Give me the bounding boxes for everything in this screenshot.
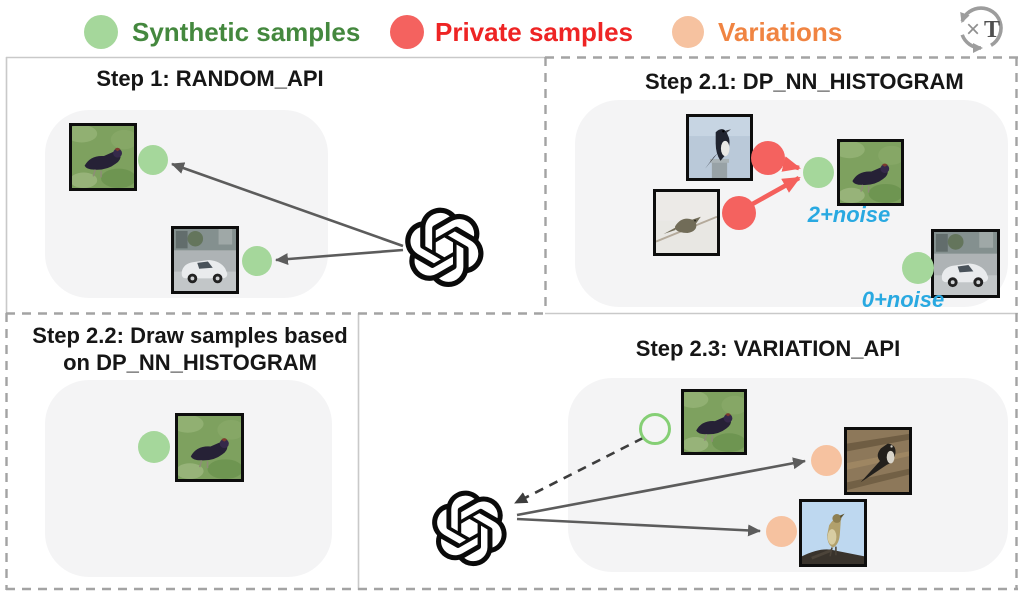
step1-title: Step 1: RANDOM_API [96,66,324,91]
variation-image-swallow [844,427,912,495]
synthetic-sample-dot-legend [84,15,118,49]
legend-label-variations: Variations [718,17,843,47]
step2-3-title: Step 2.3: VARIATION_API [635,336,901,361]
legend-label-synthetic: Synthetic samples [132,17,361,47]
private-image-magpie [686,114,753,181]
synthetic-sample-dot [902,252,934,284]
variation-dot-legend [672,16,704,48]
private-image-graybird [653,189,720,256]
sample-image-blackbird [175,413,244,482]
synthetic-sample-dot [803,157,834,188]
histogram-count-label-bottom: 0+noise [861,287,945,312]
step2-2-title-line1: Step 2.2: Draw samples based [32,323,348,348]
openai-api-logo [431,489,509,569]
synthetic-sample-dot [138,431,170,463]
private-sample-dot [751,141,785,175]
private-sample-dot-legend [390,15,424,49]
synthetic-sample-dot [138,145,168,175]
repeat-times-symbol: × [966,16,980,43]
sample-image-blackbird [837,139,904,206]
repeat-cycle-icon: × T [960,6,1003,53]
private-sample-dot [722,196,756,230]
variation-dot [811,445,842,476]
step2-2-title-line2: on DP_NN_HISTOGRAM [63,350,317,375]
sample-image-car [171,226,239,294]
synthetic-sample-dot [242,246,272,276]
variation-image-branchbird [799,499,867,567]
selected-sample-circle [639,413,671,445]
histogram-count-label-top: 2+noise [807,202,891,227]
legend-label-private: Private samples [435,17,634,47]
sample-image-blackbird [69,123,137,191]
repeat-count-variable: T [984,17,1000,43]
sample-image-blackbird [681,389,747,455]
openai-api-logo [404,206,486,290]
step2-1-title: Step 2.1: DP_NN_HISTOGRAM [645,69,964,94]
variation-dot [766,516,797,547]
